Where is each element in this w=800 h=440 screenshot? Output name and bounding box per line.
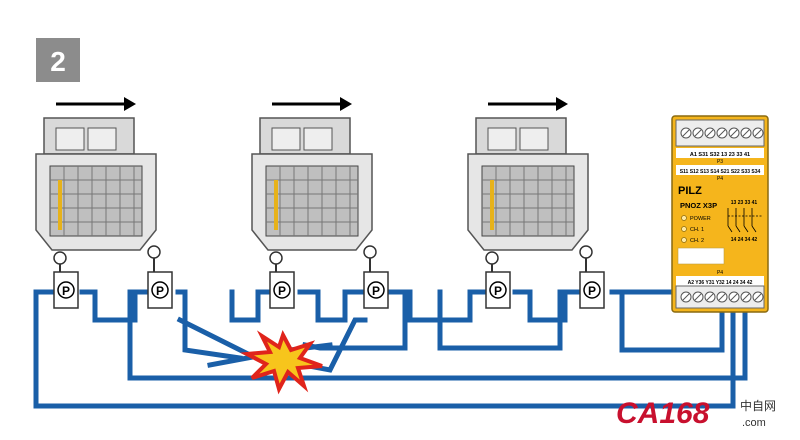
switch-symbol: P	[62, 284, 70, 298]
power-led-icon	[681, 215, 687, 221]
switch-symbol: P	[588, 284, 596, 298]
top-screw-terminals	[675, 119, 765, 147]
guard-housing	[467, 117, 589, 251]
watermark-logo-text: CA168	[616, 397, 710, 430]
step-badge: 2	[36, 38, 80, 82]
led-label-power: POWER	[690, 216, 711, 222]
switch-symbol: P	[278, 284, 286, 298]
contact-label-bottom: 14 24 34 42	[731, 237, 758, 243]
short-circuit-burst-icon	[240, 329, 323, 395]
status-leds: POWER CH. 1 CH. 2	[681, 215, 711, 244]
top-terminal-row-2: S11 S12 S13 S14 S21 S22 S33 S34	[680, 169, 761, 175]
top-strip-a: P3	[717, 159, 723, 165]
wire-chain-i	[437, 289, 563, 351]
top-terminal-row-1: A1 S31 S32 13 23 33 41	[690, 152, 750, 158]
wire-chain-e	[297, 289, 365, 323]
guard-housing	[35, 117, 157, 251]
bottom-strip: P4	[717, 270, 723, 276]
wire-chain-d	[229, 289, 278, 323]
door-module-3: P P	[467, 97, 605, 309]
position-switch-icon: P	[485, 251, 511, 309]
bottom-terminal-row: A2 Y36 Y31 Y32 14 24 34 42	[688, 280, 753, 286]
top-strip-b: P4	[717, 176, 723, 182]
position-switch-icon: P	[53, 251, 79, 309]
switch-symbol: P	[494, 284, 502, 298]
ch1-led-icon	[681, 226, 687, 232]
label-window	[677, 247, 725, 265]
wiring	[33, 279, 748, 409]
switch-symbol: P	[372, 284, 380, 298]
relay-brand-logo: PILZ	[678, 185, 702, 197]
relay-model: PNOZ X3P	[680, 201, 717, 210]
contact-label-top: 13 23 33 41	[731, 200, 758, 206]
switch-symbol: P	[156, 284, 164, 298]
wire-outer-loop	[33, 279, 736, 409]
step-number: 2	[50, 46, 66, 77]
wire-chain-f	[407, 289, 488, 323]
arrow-right-icon	[272, 97, 352, 111]
position-switch-icon: P	[269, 251, 295, 309]
door-module-2: P P	[251, 97, 389, 309]
watermark-domain: .com	[742, 417, 766, 429]
arrow-right-icon	[488, 97, 568, 111]
contact-schematic: 13 23 33 41 14 24 34 42	[727, 200, 762, 243]
wire-inner-loop	[127, 279, 748, 381]
position-switch-icon: P	[147, 245, 173, 309]
arrow-right-icon	[56, 97, 136, 111]
led-label-ch2: CH. 2	[690, 238, 704, 244]
watermark-logo: CA168 中自网 .com	[616, 397, 776, 430]
wire-chain-g	[512, 289, 588, 323]
watermark-site-text: 中自网	[740, 398, 776, 413]
wire-series-chain	[79, 289, 153, 323]
position-switch-icon: P	[363, 245, 389, 309]
led-label-ch1: CH. 1	[690, 227, 704, 233]
wire-cross-a	[176, 316, 368, 373]
guard-housing	[251, 117, 373, 251]
position-switch-icon: P	[579, 245, 605, 309]
ch2-led-icon	[681, 237, 687, 243]
door-module-1: P P	[35, 97, 173, 309]
bottom-screw-terminals	[675, 285, 765, 309]
safety-relay: A1 S31 S32 13 23 33 41 P3 S11 S12 S13 S1…	[671, 115, 769, 313]
